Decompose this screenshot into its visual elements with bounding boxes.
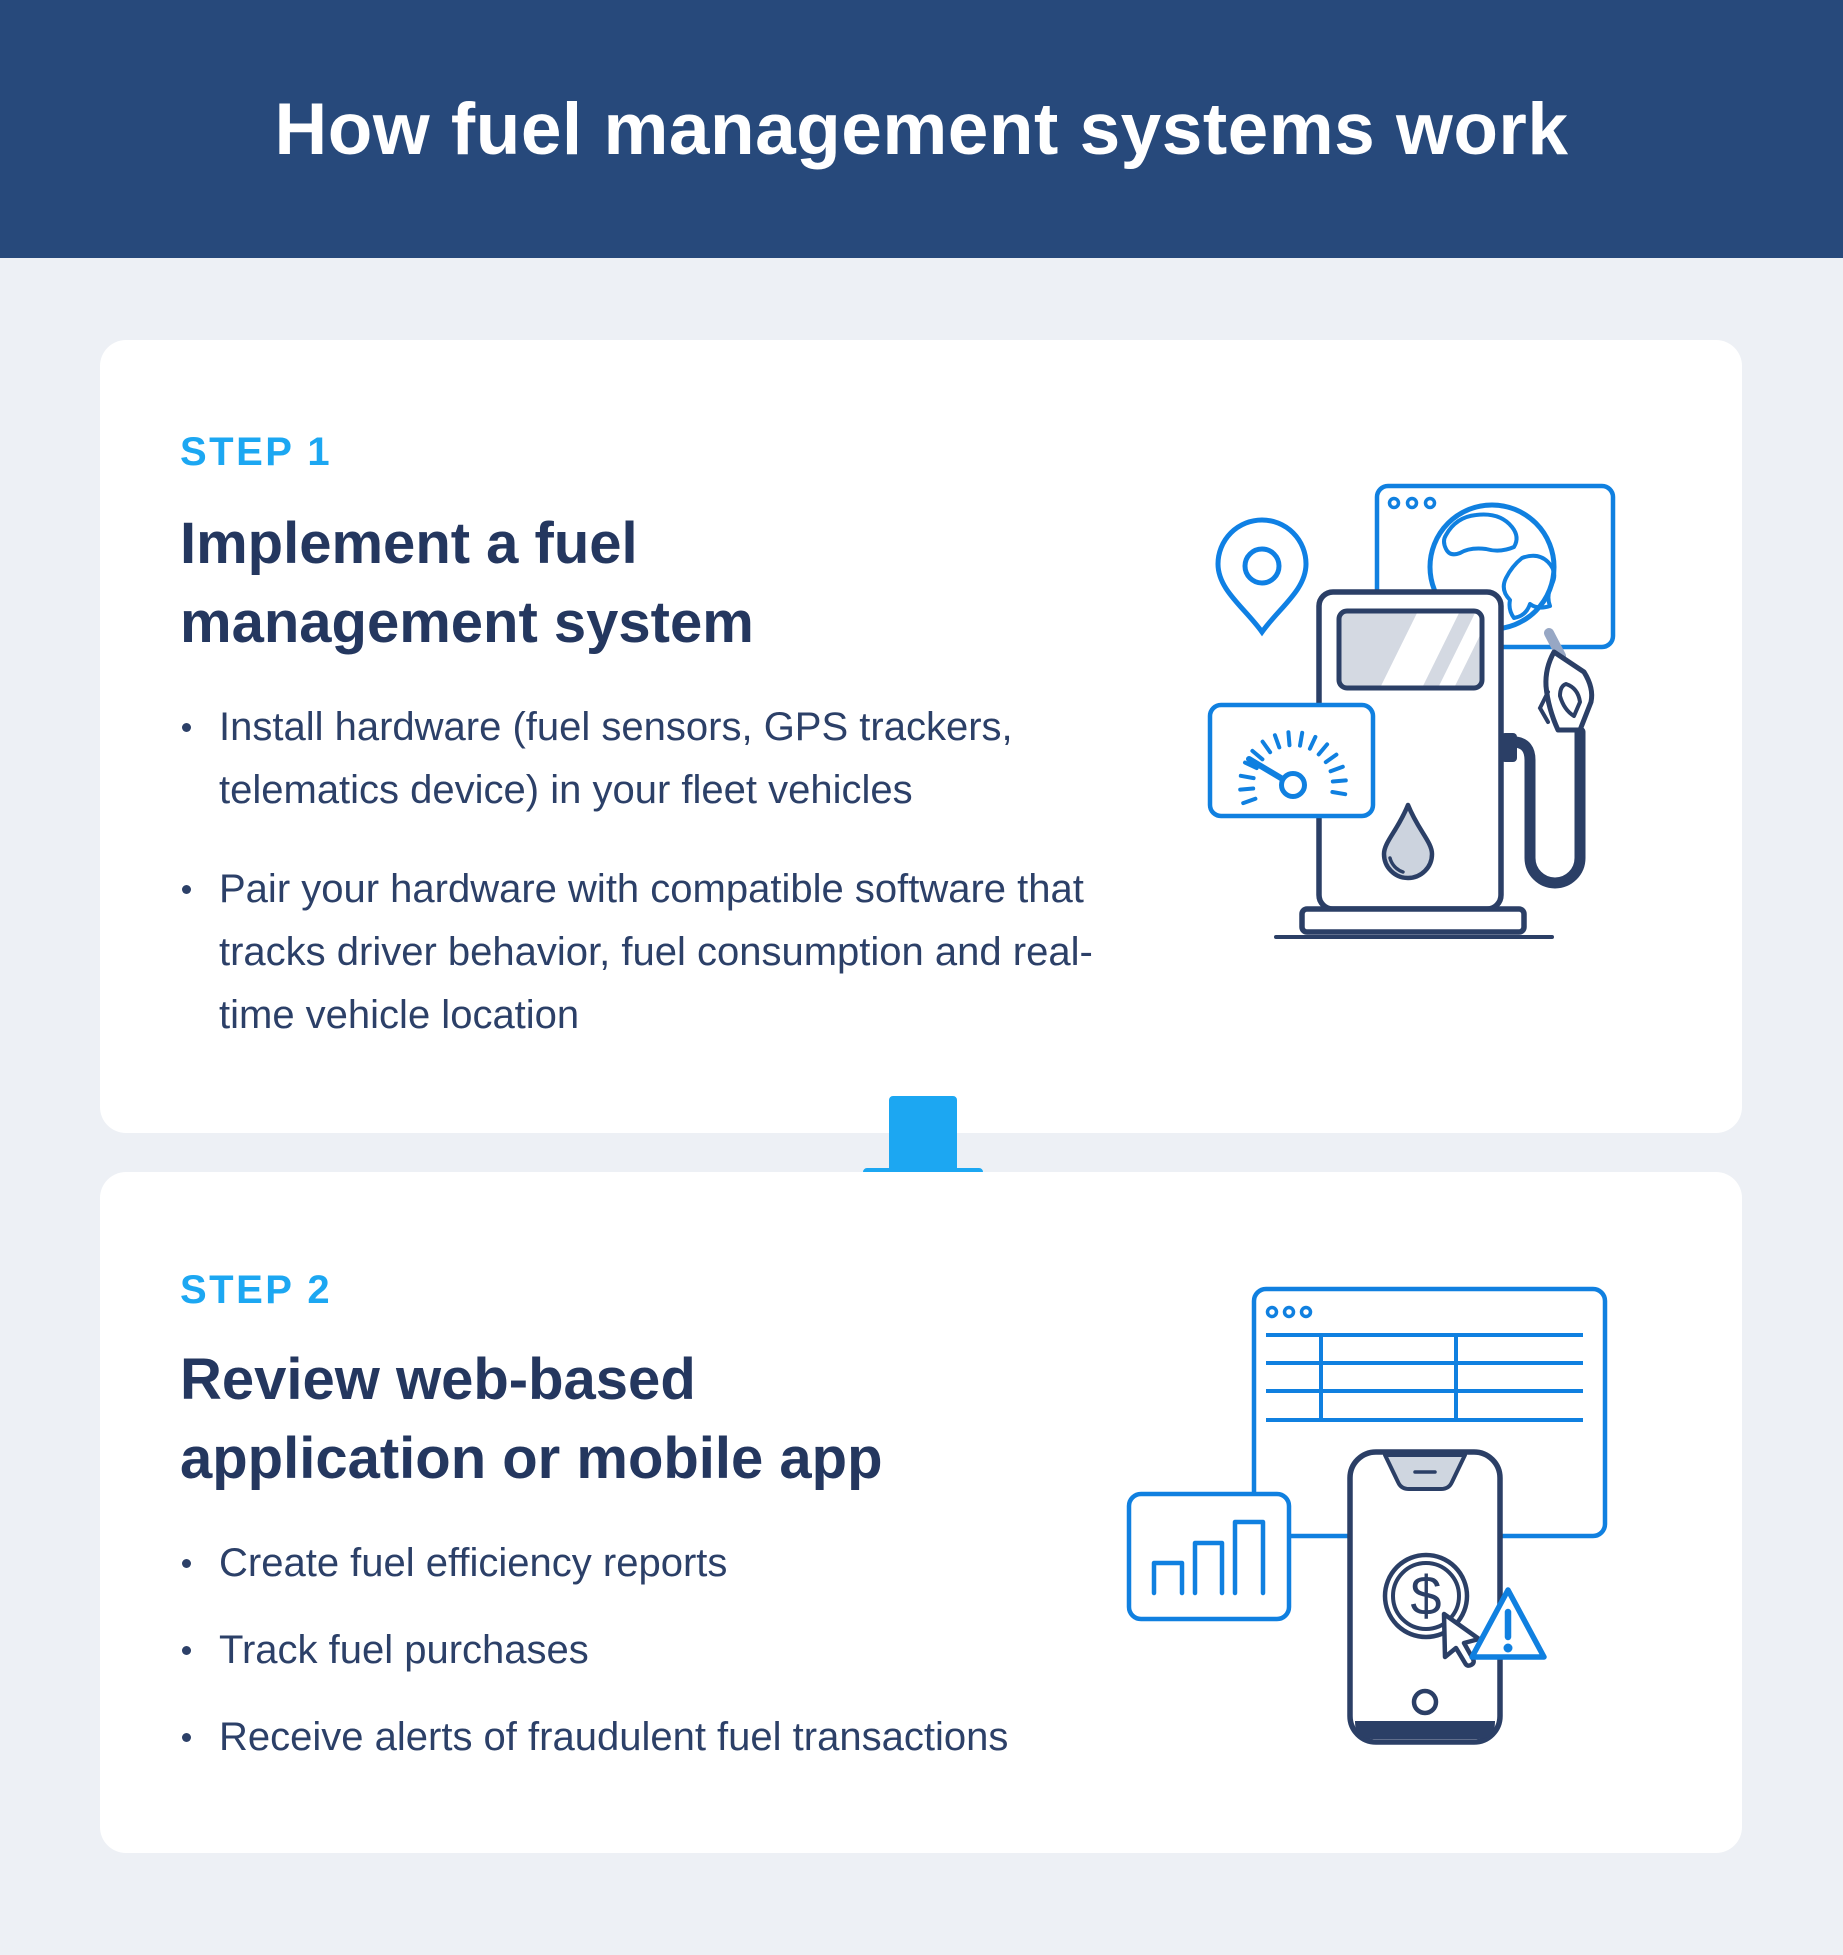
web-app-illustration: $ xyxy=(1126,1286,1608,1745)
step2-title-line1: Review web-based xyxy=(180,1347,696,1412)
window-dots-icon xyxy=(1265,1305,1313,1319)
bullet-text: Create fuel efficiency reports xyxy=(219,1541,728,1585)
warning-triangle-icon xyxy=(1469,1587,1547,1660)
dollar-coin-icon: $ xyxy=(1382,1552,1470,1640)
step2-bullet-list: Create fuel efficiency reports Track fue… xyxy=(180,1532,1140,1769)
fuel-pump-illustration xyxy=(1207,483,1616,939)
step1-bullet-list: Install hardware (fuel sensors, GPS trac… xyxy=(180,696,1140,1047)
fuel-pump-icon xyxy=(1299,589,1527,935)
dollar-sign: $ xyxy=(1410,1564,1441,1627)
bullet-dot-icon xyxy=(182,723,191,732)
bullet-text: Receive alerts of fraudulent fuel transa… xyxy=(219,1715,1009,1759)
bullet-item: Install hardware (fuel sensors, GPS trac… xyxy=(180,696,1140,822)
step1-title-line1: Implement a fuel xyxy=(180,511,638,576)
location-pin-icon xyxy=(1215,517,1309,637)
pump-screen xyxy=(1336,608,1485,691)
bullet-item: Pair your hardware with compatible softw… xyxy=(180,858,1140,1047)
step1-card: STEP 1 Implement a fuel management syste… xyxy=(100,340,1742,1133)
bullet-item: Create fuel efficiency reports xyxy=(180,1532,1140,1595)
bar-chart-icon xyxy=(1126,1491,1292,1622)
step2-card: STEP 2 Review web-based application or m… xyxy=(100,1172,1742,1853)
bullet-item: Receive alerts of fraudulent fuel transa… xyxy=(180,1706,1140,1769)
step1-label: STEP 1 xyxy=(180,430,333,474)
gauge-icon xyxy=(1207,702,1376,819)
step2-label: STEP 2 xyxy=(180,1268,333,1312)
window-dots-icon xyxy=(1387,496,1437,510)
bullet-dot-icon xyxy=(182,1646,191,1655)
data-table-icon xyxy=(1266,1333,1583,1422)
bullet-text: Install hardware (fuel sensors, GPS trac… xyxy=(219,705,1013,812)
bullet-dot-icon xyxy=(182,885,191,894)
mobile-phone-icon: $ xyxy=(1347,1449,1503,1745)
bullet-dot-icon xyxy=(182,1733,191,1742)
step2-title-line2: application or mobile app xyxy=(180,1426,883,1491)
home-button-icon xyxy=(1411,1688,1439,1716)
fuel-nozzle-icon xyxy=(1537,628,1595,733)
bullet-dot-icon xyxy=(182,1559,191,1568)
header-banner: How fuel management systems work xyxy=(0,0,1843,258)
bullet-item: Track fuel purchases xyxy=(180,1619,1140,1682)
step1-title: Implement a fuel management system xyxy=(180,504,1140,662)
bullet-text: Track fuel purchases xyxy=(219,1628,589,1672)
step2-title: Review web-based application or mobile a… xyxy=(180,1340,1140,1498)
page-title: How fuel management systems work xyxy=(274,88,1569,170)
pump-hose xyxy=(1501,726,1586,889)
step1-title-line2: management system xyxy=(180,590,754,655)
phone-notch xyxy=(1383,1453,1467,1491)
fuel-drop-icon xyxy=(1381,802,1435,881)
bullet-text: Pair your hardware with compatible softw… xyxy=(219,867,1093,1037)
step2-text-column: STEP 2 Review web-based application or m… xyxy=(180,1172,1140,1769)
step1-text-column: STEP 1 Implement a fuel management syste… xyxy=(180,340,1140,1047)
